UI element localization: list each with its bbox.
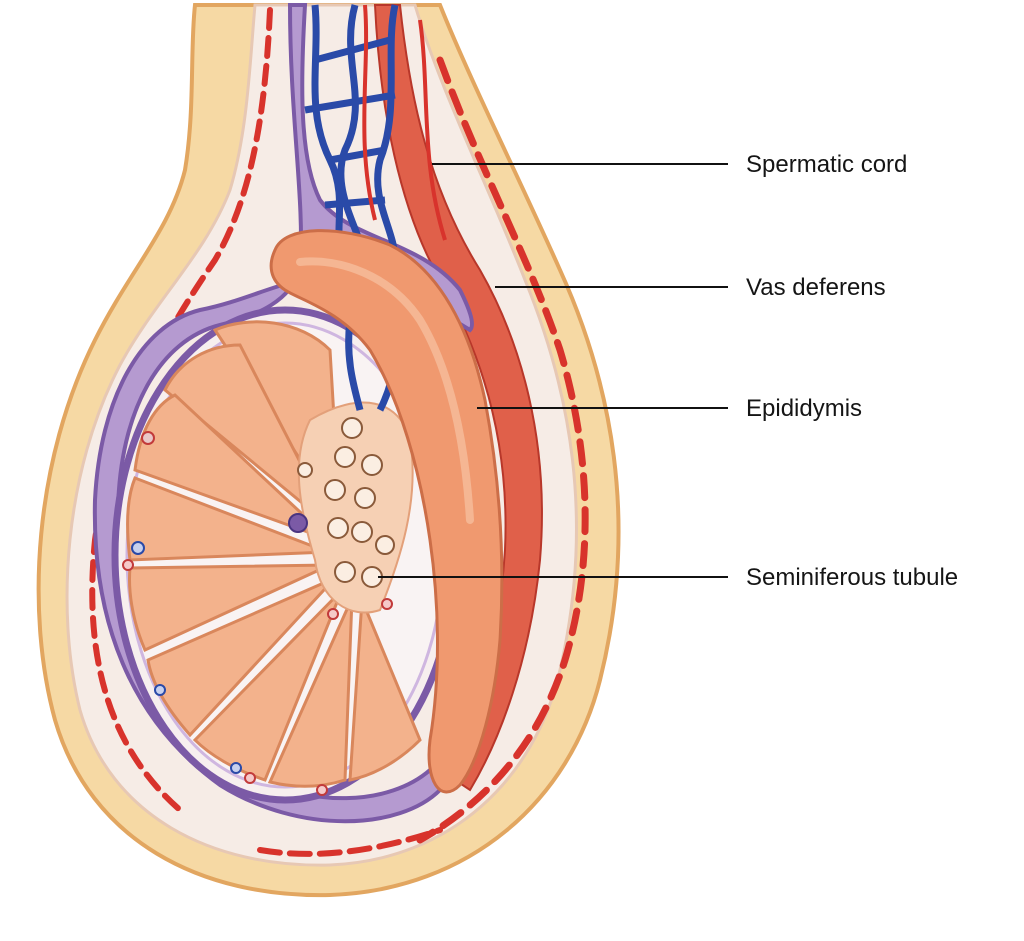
wall-vessel [416,56,589,844]
mediastinum [297,401,414,614]
lobule [348,599,422,782]
label-vas-deferens: Vas deferens [746,274,886,301]
lobule [267,597,354,788]
lobule [126,476,329,562]
wall-vessel [257,827,443,857]
lobule [146,576,337,738]
cord-arteries [362,4,447,241]
tubule-cross-sections [297,417,395,588]
lobules [126,320,422,788]
epididymis-highlight [296,257,474,524]
label-seminiferous-tubule: Seminiferous tubule [746,564,958,591]
lobule [133,393,332,542]
lobule [192,588,344,782]
wall-vessel [89,7,273,813]
small-vessels [122,431,393,796]
lobule [163,343,337,532]
testis-cross-section-icon [36,2,621,898]
label-epididymis: Epididymis [746,395,862,422]
label-spermatic-cord: Spermatic cord [746,151,907,178]
